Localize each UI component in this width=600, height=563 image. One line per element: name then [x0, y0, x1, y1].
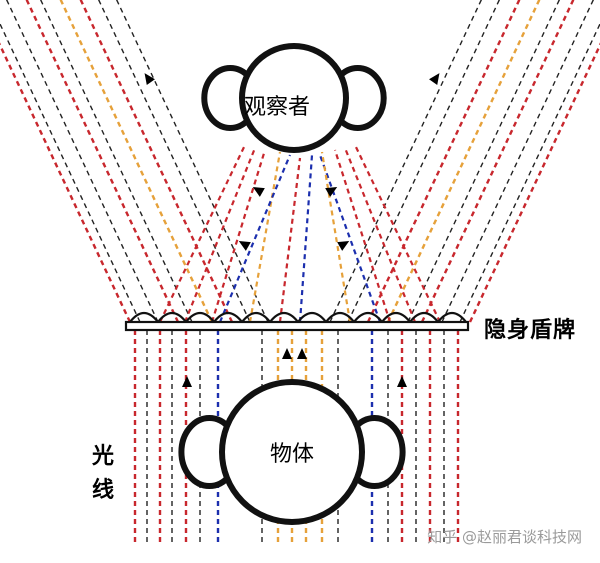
- observer-label: 观察者: [244, 95, 311, 120]
- ray-left-arm-2: [5, 0, 159, 323]
- ray-left-arm-6: [79, 0, 234, 323]
- ray-left-arm-4: [39, 0, 193, 323]
- arrow-up-center-2: [297, 348, 307, 359]
- arrow-up-center-1: [282, 348, 292, 359]
- arrow-up-right-head: [397, 376, 407, 387]
- ray-right-arm-0: [329, 0, 483, 323]
- arrow-mid-left-2-head: [238, 241, 251, 251]
- ray-converge-5: [298, 154, 314, 323]
- arrow-right-up: [429, 73, 440, 85]
- object-face: [219, 379, 365, 525]
- ray-right-arm-6: [441, 0, 595, 323]
- ray-converge-1: [183, 147, 257, 323]
- object-head: [178, 379, 406, 525]
- observer-head: [201, 43, 387, 153]
- arrow-up-left-head: [182, 376, 192, 387]
- ray-right-arm-2: [366, 0, 521, 323]
- arrow-mid-right-1-head: [325, 187, 338, 197]
- ray-right-arm-1: [347, 0, 501, 323]
- arrow-mid-left-1-head: [252, 187, 265, 197]
- ray-left-arm-1: [0, 22, 141, 323]
- light-label: 光 线: [92, 440, 114, 508]
- arrow-left-up-head: [144, 73, 155, 85]
- ray-right-arm-5: [420, 0, 575, 323]
- light-rays: [0, 0, 600, 545]
- ray-right-arm-7: [459, 22, 600, 323]
- shield-bar: [124, 320, 470, 332]
- arrow-mid-left-2: [238, 241, 251, 251]
- light-label-line1: 光: [92, 444, 115, 469]
- arrow-right-up-head: [429, 73, 440, 85]
- ray-right-arm-4: [407, 0, 561, 323]
- arrow-up-center-2-head: [297, 348, 307, 359]
- arrow-mid-left-1: [252, 187, 265, 197]
- ray-converge-9: [343, 147, 417, 323]
- ray-left-arm-7: [97, 0, 251, 323]
- ray-converge-2: [210, 149, 267, 323]
- arrow-mid-right-2: [337, 241, 350, 251]
- light-label-line2: 线: [92, 478, 115, 503]
- ray-left-arm-5: [59, 0, 214, 323]
- ray-converge-10: [354, 144, 441, 323]
- arrow-mid-right-1: [325, 187, 338, 197]
- ray-converge-11: [278, 157, 302, 323]
- ray-converge-6: [318, 154, 382, 323]
- ray-right-arm-3: [386, 0, 541, 323]
- ray-direction-arrows: [144, 73, 440, 387]
- invisibility-shield: [124, 311, 470, 332]
- object-label: 物体: [270, 442, 315, 467]
- arrow-left-up: [144, 73, 155, 85]
- arrow-up-right: [397, 376, 407, 387]
- ray-converge-8: [333, 149, 392, 323]
- ray-left-arm-3: [25, 0, 180, 323]
- arrow-mid-right-2-head: [337, 241, 350, 251]
- shield-label: 隐身盾牌: [484, 318, 577, 343]
- arrow-up-left: [182, 376, 192, 387]
- ray-left-arm-0: [0, 42, 132, 323]
- arrow-up-center-1-head: [282, 348, 292, 359]
- ray-right-arm-8: [468, 42, 600, 323]
- shield-lenses: [129, 311, 467, 323]
- observer-face: [239, 43, 349, 153]
- watermark: 知乎 @赵丽君谈科技网: [427, 528, 582, 546]
- ray-converge-4: [218, 154, 292, 323]
- ray-left-arm-8: [115, 0, 269, 323]
- ray-converge-0: [159, 144, 246, 323]
- ray-converge-7: [320, 151, 352, 323]
- ray-converge-3: [248, 151, 282, 323]
